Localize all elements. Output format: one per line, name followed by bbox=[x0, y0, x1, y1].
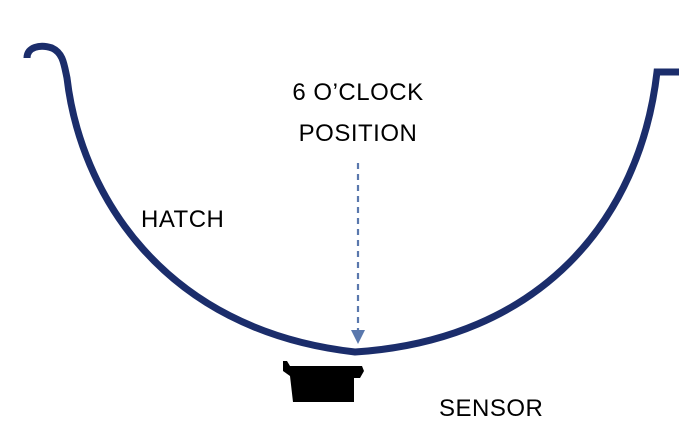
six-oclock-arrowhead bbox=[351, 330, 365, 344]
hatch-curve bbox=[23, 42, 679, 356]
sensor-block bbox=[283, 361, 364, 402]
hatch-label: HATCH bbox=[141, 206, 224, 233]
sensor-label: SENSOR bbox=[439, 395, 543, 422]
six-oclock-label-line1: 6 O’CLOCK bbox=[292, 79, 423, 106]
six-oclock-label-line2: POSITION bbox=[299, 120, 418, 147]
